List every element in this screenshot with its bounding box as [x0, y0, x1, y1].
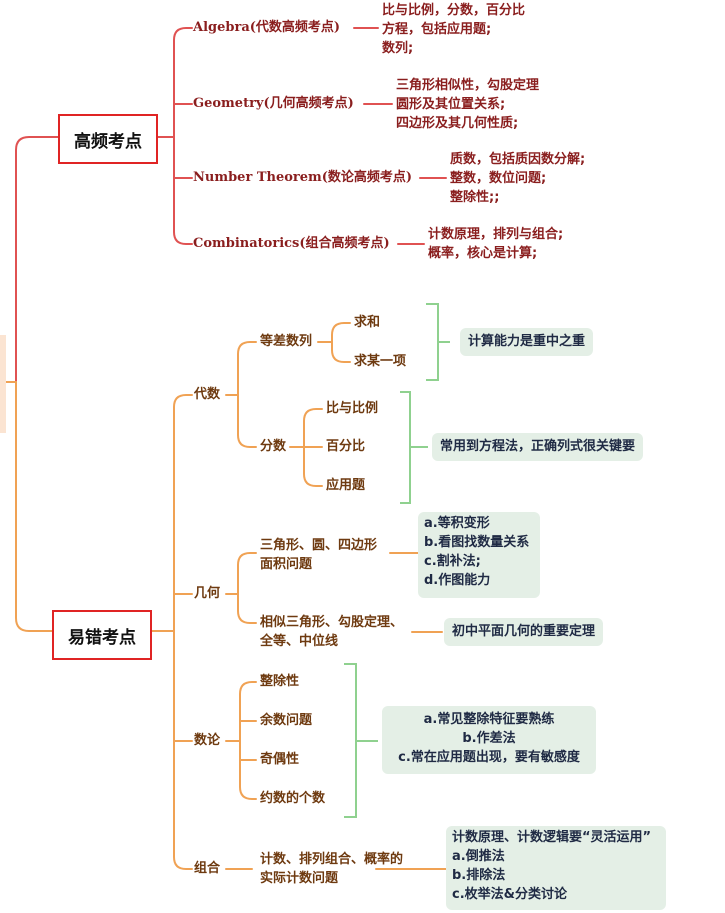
geo-area-note-1: a.等积变形 [424, 516, 490, 531]
combo-note-4: c.枚举法&分类讨论 [452, 887, 567, 902]
high-number-label[interactable]: Number Theorem(数论高频考点) [193, 170, 413, 185]
number-note: a.常见整除特征要熟练 b.作差法 c.常在应用题出现，要有敏感度 [382, 706, 596, 774]
high-geometry-note-1: 三角形相似性，勾股定理 [396, 78, 540, 93]
geo-area-note: a.等积变形 b.看图找数量关系 c.割补法; d.作图能力 [418, 512, 540, 598]
algebra-split [225, 341, 257, 448]
combo-note-3: b.排除法 [452, 868, 506, 883]
frac-item-percent[interactable]: 百分比 [326, 439, 366, 454]
high-number-note-3: 整除性;; [450, 190, 500, 205]
high-combo-note-1: 计数原理，排列与组合; [428, 227, 564, 242]
high-number-note-2: 整数，数位问题; [450, 171, 547, 186]
high-algebra-label[interactable]: Algebra(代数高频考点) [193, 20, 341, 35]
error-geometry-label[interactable]: 几何 [194, 586, 221, 601]
high-number-note-1: 质数，包括质因数分解; [450, 152, 586, 167]
high-geometry-note-2: 圆形及其位置关系; [396, 97, 506, 112]
geo-area-note-2: b.看图找数量关系 [424, 535, 530, 550]
combo-note-2: a.倒推法 [452, 849, 505, 864]
high-algebra-note-2: 方程，包括应用题; [382, 22, 492, 37]
high-combo-note-2: 概率，核心是计算; [428, 246, 538, 261]
number-item-divisibility[interactable]: 整除性 [260, 674, 300, 689]
error-prone-node[interactable]: 易错考点 [52, 610, 152, 660]
geo-similar-line-2[interactable]: 全等、中位线 [260, 634, 339, 649]
high-trunk [155, 27, 193, 245]
number-note-3: c.常在应用题出现，要有敏感度 [398, 750, 580, 765]
frac-bracket [400, 391, 428, 504]
number-item-parity[interactable]: 奇偶性 [260, 752, 300, 767]
combo-line-1[interactable]: 计数、排列组合、概率的 [260, 852, 404, 867]
high-algebra-note-3: 数列; [382, 41, 414, 56]
combo-note-1: 计数原理、计数逻辑要“灵活运用” [452, 830, 652, 845]
geo-area-line-2[interactable]: 面积问题 [260, 557, 313, 572]
error-algebra-label[interactable]: 代数 [194, 387, 221, 402]
geo-similar-note: 初中平面几何的重要定理 [444, 618, 604, 646]
root-stub [0, 335, 6, 433]
geo-area-note-3: c.割补法; [424, 554, 481, 569]
seq-split [317, 322, 351, 363]
frac-item-ratio[interactable]: 比与比例 [326, 401, 379, 416]
frac-item-word[interactable]: 应用题 [326, 478, 366, 493]
number-item-divisors[interactable]: 约数的个数 [260, 791, 326, 806]
combo-note: 计数原理、计数逻辑要“灵活运用” a.倒推法 b.排除法 c.枚举法&分类讨论 [446, 826, 666, 910]
high-algebra-note-1: 比与比例，分数，百分比 [382, 3, 526, 18]
seq-label[interactable]: 等差数列 [260, 334, 313, 349]
root-to-high-line [5, 136, 59, 383]
geometry-split [225, 552, 257, 624]
seq-note: 计算能力是重中之重 [460, 328, 594, 356]
number-note-2: b.作差法 [462, 731, 516, 746]
number-item-remainder[interactable]: 余数问题 [260, 713, 313, 728]
geo-area-line-1[interactable]: 三角形、圆、四边形 [260, 538, 378, 553]
number-split [225, 681, 257, 800]
high-geometry-note-3: 四边形及其几何性质; [396, 116, 519, 131]
error-combo-label[interactable]: 组合 [194, 861, 221, 876]
error-number-label[interactable]: 数论 [194, 733, 221, 748]
seq-item-sum[interactable]: 求和 [354, 315, 381, 330]
combo-line-2[interactable]: 实际计数问题 [260, 871, 339, 886]
seq-bracket [426, 303, 450, 381]
number-note-1: a.常见整除特征要熟练 [423, 712, 555, 727]
frac-label[interactable]: 分数 [260, 439, 287, 454]
seq-item-term[interactable]: 求某一项 [354, 354, 407, 369]
number-bracket [344, 663, 378, 818]
high-combo-label[interactable]: Combinatorics(组合高频考点) [193, 236, 390, 251]
high-geometry-label[interactable]: Geometry(几何高频考点) [193, 96, 354, 111]
frac-split [289, 408, 323, 487]
geo-similar-line-1[interactable]: 相似三角形、勾股定理、 [260, 615, 404, 630]
geo-area-note-4: d.作图能力 [424, 573, 491, 588]
frac-note: 常用到方程法，正确列式很关键要 [432, 433, 644, 461]
high-frequency-node[interactable]: 高频考点 [58, 114, 158, 164]
error-trunk [149, 394, 193, 870]
root-to-error-line [5, 381, 53, 632]
